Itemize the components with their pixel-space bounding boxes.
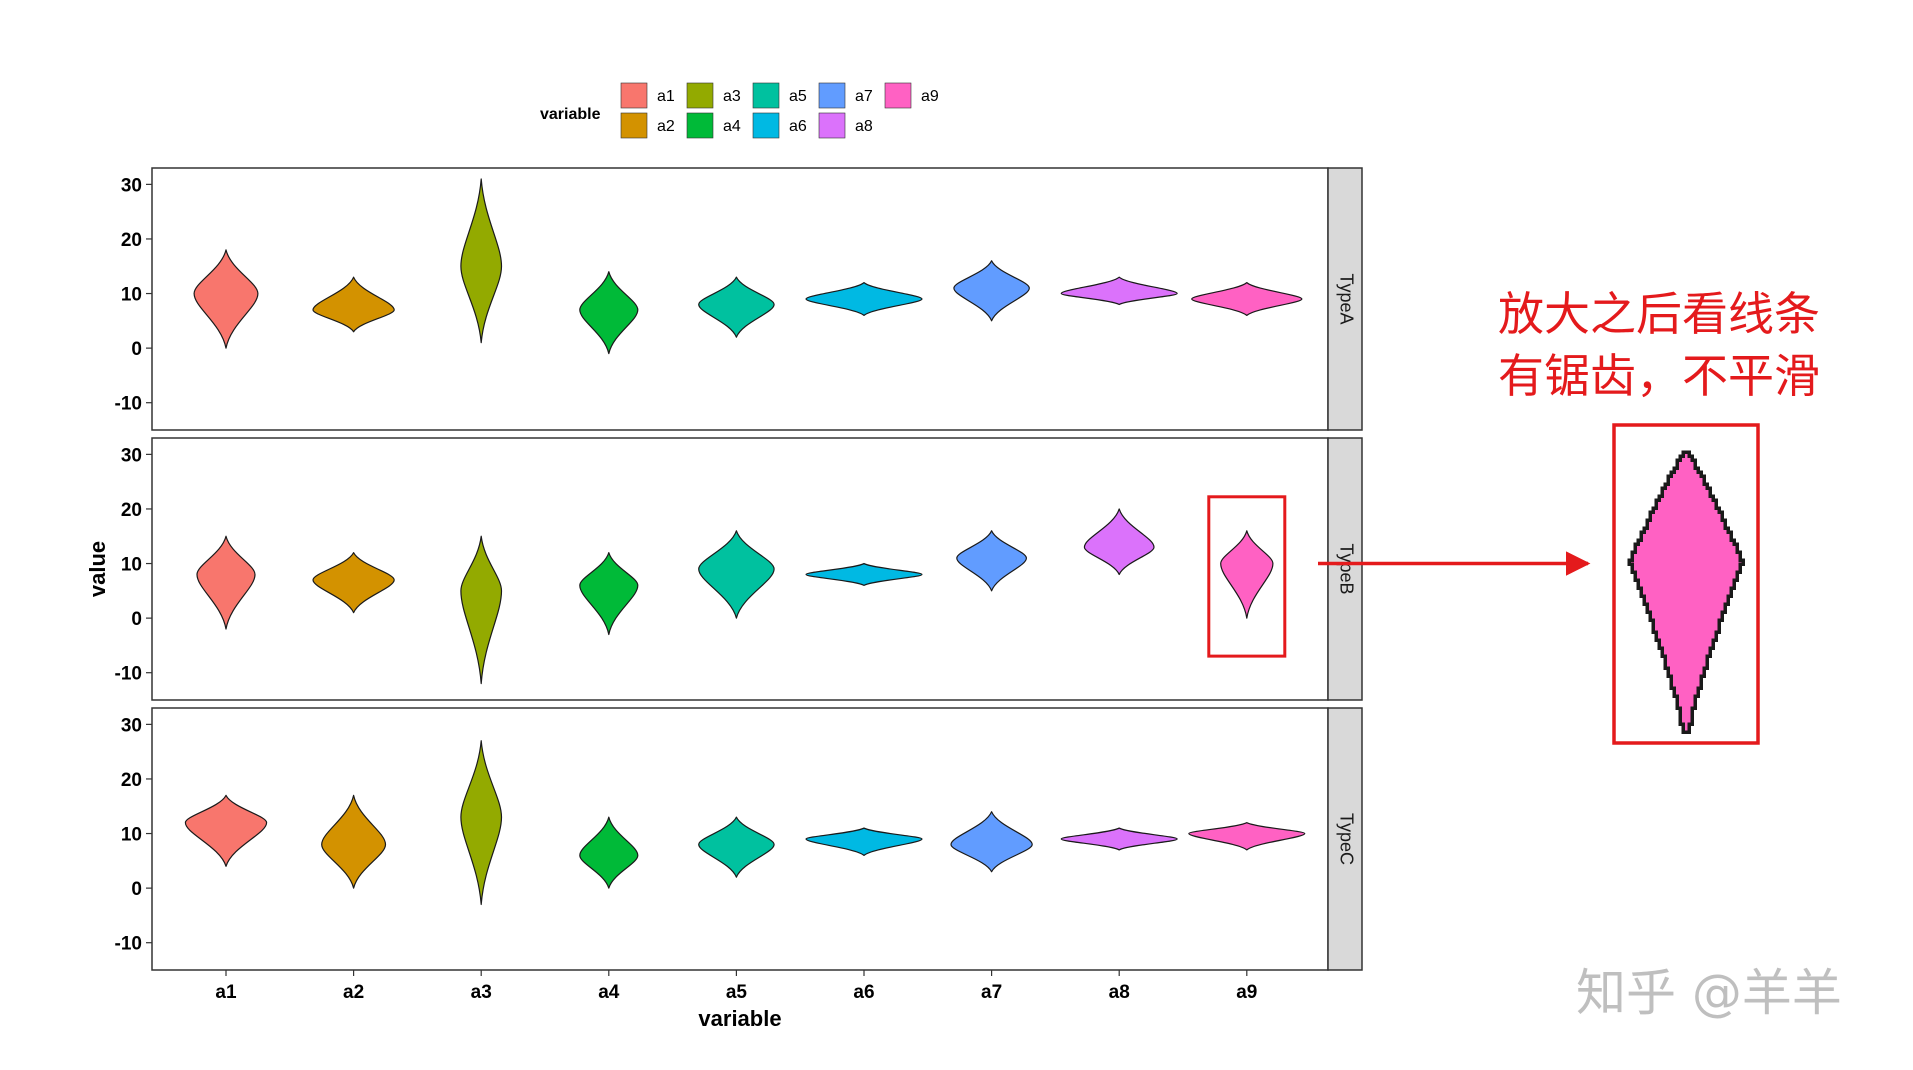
legend-key-a6 <box>752 112 780 139</box>
violin-TypeC-a6 <box>805 827 923 856</box>
y-tick-label: 10 <box>121 285 142 306</box>
legend-key-a3 <box>686 82 714 109</box>
legend-label-a4: a4 <box>723 118 741 135</box>
y-tick-label: -10 <box>115 664 142 685</box>
facet-panel-TypeC: TypeC 30 20 10 0 -10 <box>115 707 1363 971</box>
facet-strip <box>1327 437 1363 701</box>
x-tick-label-a7: a7 <box>981 982 1002 1003</box>
legend-label-a7: a7 <box>855 88 873 105</box>
violin-TypeC-a5 <box>698 816 775 878</box>
violin-TypeA-a1 <box>193 249 259 349</box>
violin-TypeB-a4 <box>579 552 639 636</box>
legend-label-a9: a9 <box>921 88 939 105</box>
y-tick-label: 0 <box>131 339 142 360</box>
facet-strip <box>1327 167 1363 431</box>
annotation-line-2: 有锯齿，不平滑 <box>1498 349 1820 403</box>
violin-TypeC-a4 <box>579 816 639 889</box>
x-tick-label-a2: a2 <box>343 982 364 1003</box>
violin-TypeC-a2 <box>321 794 387 889</box>
facet-strip-label: TypeC <box>1336 813 1356 865</box>
facet-strip-label: TypeB <box>1336 543 1356 594</box>
x-tick-label-a8: a8 <box>1109 982 1130 1003</box>
legend-key-a8 <box>818 112 846 139</box>
violin-TypeA-a8 <box>1060 276 1178 306</box>
violin-TypeA-a9 <box>1191 282 1303 316</box>
legend-key-a9 <box>884 82 912 109</box>
violin-TypeA-a3 <box>460 178 503 344</box>
y-tick-label: -10 <box>115 394 142 415</box>
violin-TypeB-a7 <box>956 530 1027 592</box>
x-tick-label-a4: a4 <box>598 982 620 1003</box>
y-tick-label: 30 <box>121 445 142 466</box>
violin-TypeA-a7 <box>953 260 1030 322</box>
violin-TypeA-a2 <box>312 276 395 333</box>
legend-label-a5: a5 <box>789 88 807 105</box>
violin-TypeB-a3 <box>460 535 503 685</box>
violin-TypeB-a9 <box>1220 530 1274 619</box>
zoom-annotation <box>1207 423 1760 745</box>
facet-panel-TypeA: TypeA 30 20 10 0 -10 <box>115 167 1363 431</box>
violin-TypeA-a5 <box>698 276 775 338</box>
y-tick-label: 10 <box>121 825 142 846</box>
violin-TypeB-a5 <box>698 530 775 619</box>
legend-key-a4 <box>686 112 714 139</box>
x-tick-label-a6: a6 <box>853 982 874 1003</box>
legend: variable a1 a2 a3 a4 a5 a6 a7 a8 a9 <box>540 82 939 139</box>
zoom-box <box>1612 423 1760 745</box>
y-tick-label: 20 <box>121 500 142 521</box>
violin-TypeC-a9 <box>1188 822 1306 851</box>
y-tick-label: -10 <box>115 934 142 955</box>
zoomed-violin-a9 <box>1627 450 1745 734</box>
legend-label-a1: a1 <box>657 88 675 105</box>
legend-key-a7 <box>818 82 846 109</box>
facet-panels: TypeA3020100-10TypeB3020100-10TypeC30201… <box>115 167 1363 971</box>
legend-label-a8: a8 <box>855 118 873 135</box>
violin-TypeB-a1 <box>196 535 256 630</box>
x-tick-label-a1: a1 <box>215 982 237 1003</box>
violin-TypeB-a6 <box>805 562 923 586</box>
facet-strip <box>1327 707 1363 971</box>
violin-TypeC-a1 <box>184 794 268 867</box>
x-tick-label-a3: a3 <box>471 982 492 1003</box>
legend-key-a1 <box>620 82 648 109</box>
violin-TypeA-a6 <box>805 282 923 316</box>
watermark: 知乎 @羊羊 <box>1576 964 1842 1022</box>
y-tick-label: 0 <box>131 879 142 900</box>
y-tick-label: 10 <box>121 555 142 576</box>
violin-TypeB-a8 <box>1083 508 1155 576</box>
y-tick-label: 0 <box>131 609 142 630</box>
legend-label-a3: a3 <box>723 88 741 105</box>
violin-TypeA-a4 <box>579 271 639 355</box>
y-tick-label: 30 <box>121 175 142 196</box>
x-tick-label-a9: a9 <box>1236 982 1257 1003</box>
axes: a1 a2 a3 a4 a5 a6 a7 a8 a9 variable value <box>85 541 1257 1031</box>
violin-TypeC-a8 <box>1060 827 1178 851</box>
facet-panel-TypeB: TypeB 30 20 10 0 -10 <box>115 437 1363 701</box>
y-tick-label: 20 <box>121 230 142 251</box>
legend-label-a2: a2 <box>657 118 675 135</box>
x-axis-title: variable <box>698 1006 781 1031</box>
y-tick-label: 20 <box>121 770 142 791</box>
highlight-box <box>1207 495 1287 658</box>
y-axis-title: value <box>85 541 110 597</box>
legend-key-a5 <box>752 82 780 109</box>
legend-title: variable <box>540 106 601 123</box>
violin-TypeC-a3 <box>460 740 503 906</box>
x-tick-label-a5: a5 <box>726 982 748 1003</box>
legend-label-a6: a6 <box>789 118 807 135</box>
annotation-line-1: 放大之后看线条 <box>1498 287 1820 341</box>
legend-key-a2 <box>620 112 648 139</box>
violin-TypeC-a7 <box>950 811 1033 873</box>
violin-TypeB-a2 <box>312 552 395 614</box>
y-tick-label: 30 <box>121 715 142 736</box>
facet-strip-label: TypeA <box>1336 273 1356 324</box>
